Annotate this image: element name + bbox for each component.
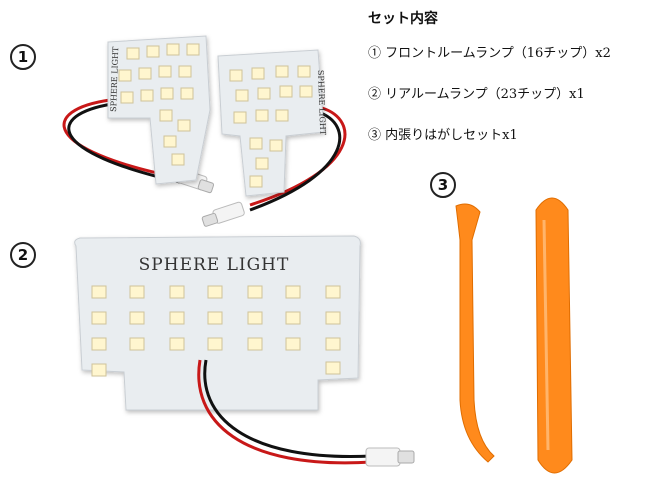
front-board-left-leds <box>118 43 200 166</box>
rear-brand: SPHERE LIGHT <box>139 255 290 275</box>
front-board-left <box>107 35 211 185</box>
badge-2: 2 <box>10 242 36 268</box>
front-board-right-leds <box>229 65 313 188</box>
front-right-brand: SPHERE LIGHT <box>316 70 327 136</box>
contents-heading: セット内容 <box>368 11 438 27</box>
rear-board-leds <box>91 285 341 377</box>
front-connector-right <box>201 201 245 227</box>
contents-item-front: ① フロントルームランプ（16チップ）x2 <box>368 46 611 61</box>
pry-tool-thin <box>455 203 495 463</box>
rear-wires <box>197 359 373 465</box>
contents-item-rear: ② リアルームランプ（23チップ）x1 <box>368 87 585 102</box>
contents-item-tool: ③ 内張りはがしセットx1 <box>368 128 518 143</box>
badge-1: 1 <box>10 44 36 70</box>
pry-tool-wide <box>535 197 573 474</box>
badge-3: 3 <box>430 172 456 198</box>
front-wires <box>62 98 347 212</box>
set-contents: セット内容 ① フロントルームランプ（16チップ）x2 ② リアルームランプ（2… <box>368 8 648 165</box>
front-board-right <box>217 49 325 197</box>
rear-connector <box>365 447 415 467</box>
front-left-brand: SPHERE LIGHT <box>109 46 120 112</box>
